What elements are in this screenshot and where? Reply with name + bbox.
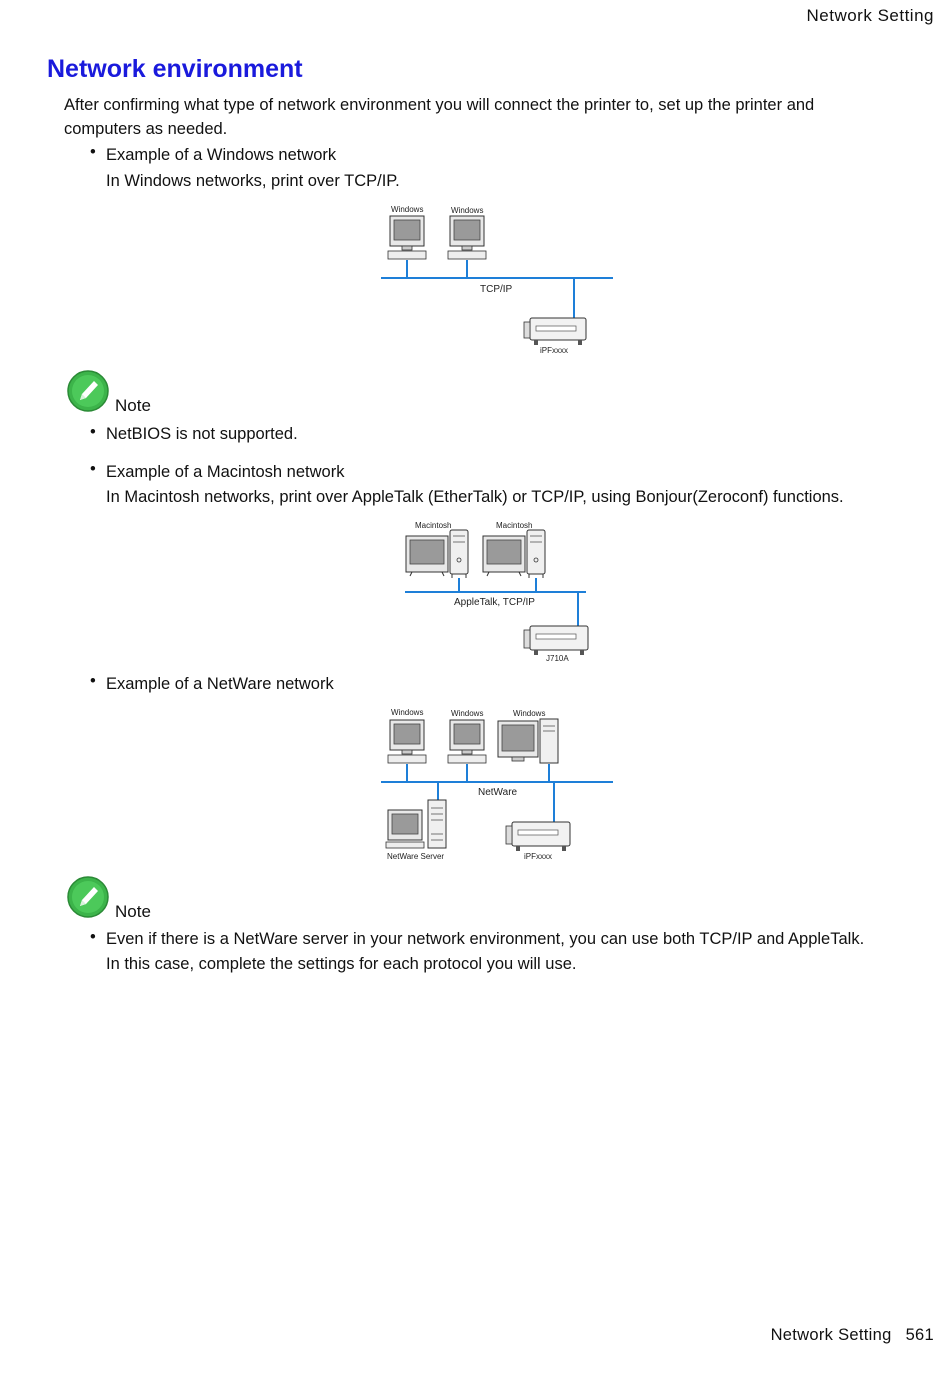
mac-2-icon <box>482 529 546 578</box>
bullet-dot: • <box>90 672 96 690</box>
printer-label: J710A <box>546 654 569 663</box>
printer-label: iPFxxxx <box>540 346 568 355</box>
mac-example-desc: In Macintosh networks, print over AppleT… <box>106 488 844 506</box>
mac-1-icon <box>405 529 469 578</box>
netware-network-diagram: Windows Windows Windows NetWare Net <box>381 708 613 861</box>
windows-pc-1-label: Windows <box>391 708 423 717</box>
windows-pc-2-label: Windows <box>451 206 483 215</box>
note-label: Note <box>115 396 151 415</box>
running-header: Network Setting <box>806 6 934 25</box>
windows-pc-1-label: Windows <box>391 205 423 214</box>
note2-line-2: In this case, complete the settings for … <box>106 955 577 973</box>
note2-line-1: Even if there is a NetWare server in you… <box>106 930 865 948</box>
network-label: TCP/IP <box>480 284 513 295</box>
mac-1-label: Macintosh <box>415 521 451 530</box>
intro-line-1: After confirming what type of network en… <box>64 96 815 114</box>
windows-pc-3-icon <box>497 718 559 764</box>
windows-pc-2-icon <box>447 719 487 764</box>
printer-label: iPFxxxx <box>524 852 552 861</box>
windows-network-diagram: Windows Windows TCP/IP iPFxxxx <box>381 205 613 355</box>
printer-icon <box>523 317 587 345</box>
windows-example-bullet: Example of a Windows network <box>106 146 337 164</box>
printer-icon <box>523 625 589 655</box>
windows-pc-2-icon <box>447 215 487 260</box>
network-label: AppleTalk, TCP/IP <box>454 597 535 608</box>
server-label: NetWare Server <box>387 852 444 861</box>
windows-pc-3-label: Windows <box>513 709 545 718</box>
note-label: Note <box>115 902 151 921</box>
page-title: Network environment <box>47 55 303 83</box>
mac-example-bullet: Example of a Macintosh network <box>106 463 345 481</box>
windows-pc-1-icon <box>387 215 427 260</box>
page-number: 561 <box>905 1326 934 1344</box>
netware-server-icon <box>385 799 447 849</box>
note-pencil-icon <box>67 876 109 918</box>
netware-example-bullet: Example of a NetWare network <box>106 675 334 693</box>
printer-icon <box>505 821 571 851</box>
note-pencil-icon <box>67 370 109 412</box>
bullet-dot: • <box>90 928 96 946</box>
windows-pc-2-label: Windows <box>451 709 483 718</box>
windows-example-desc: In Windows networks, print over TCP/IP. <box>106 172 400 190</box>
network-label: NetWare <box>478 787 518 798</box>
bullet-dot: • <box>90 423 96 441</box>
page-footer: Network Setting 561 <box>771 1326 934 1345</box>
windows-pc-1-icon <box>387 719 427 764</box>
mac-network-diagram: Macintosh Macintosh AppleTalk, TCP/IP J7… <box>405 521 589 663</box>
bullet-dot: • <box>90 143 96 161</box>
intro-line-2: computers as needed. <box>64 120 228 138</box>
bullet-dot: • <box>90 460 96 478</box>
footer-section: Network Setting <box>770 1326 892 1344</box>
note1-item: NetBIOS is not supported. <box>106 425 298 443</box>
mac-2-label: Macintosh <box>496 521 532 530</box>
